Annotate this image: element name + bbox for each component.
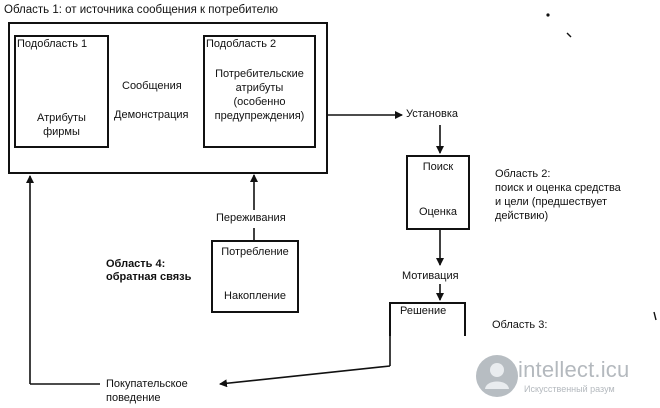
stray-dot [546,13,550,17]
accumulation-label: Накопление [224,290,286,302]
label-demonstration: Демонстрация [114,109,189,121]
stray-mark-right [653,311,657,321]
subarea1-line1: Атрибуты [37,112,86,124]
subarea1-line2: фирмы [43,126,80,138]
subarea1-title: Подобласть 1 [17,38,88,50]
behavior-line1: Покупательское [106,378,188,390]
subarea2-line4: предупреждения) [214,110,305,122]
search-evaluation-box [406,155,470,230]
consumption-label: Потребление [221,246,289,258]
label-messages: Сообщения [122,80,182,92]
label-decision: Решение [400,305,447,317]
search-label: Поиск [422,161,454,173]
subarea2-title: Подобласть 2 [206,38,277,50]
subarea2-line1: Потребительские [215,68,304,80]
area3-title: Область 3: [492,319,548,331]
area2-line2: и цели (предшествует [495,196,608,208]
area4-title: Область 4: [106,258,166,270]
person-silhouette-icon [485,363,509,389]
area1-title: Область 1: от источника сообщения к потр… [4,4,279,16]
watermark-text: intellect.icu [518,357,630,382]
area2-line3: действию) [495,210,549,222]
consumption-box [211,240,299,313]
arrow-to-behavior [219,365,391,388]
stray-mark [566,32,572,38]
watermark-logo [476,355,518,397]
subarea2-line2: атрибуты [235,82,284,94]
behavior-line2: поведение [106,392,161,404]
area2-line1: поиск и оценка средства [495,182,621,194]
label-motivation: Мотивация [402,270,459,282]
evaluation-label: Оценка [418,206,458,218]
area2-title: Область 2: [495,168,551,180]
subarea2-box [203,35,316,148]
label-feelings: Переживания [216,212,286,224]
subarea2-line3: (особенно [233,96,286,108]
watermark-subtext: Искусственный разум [524,384,615,394]
label-installation: Установка [406,108,458,120]
subarea1-box [14,35,109,148]
area4-subtitle: обратная связь [106,271,192,283]
decision-frame [389,302,466,336]
